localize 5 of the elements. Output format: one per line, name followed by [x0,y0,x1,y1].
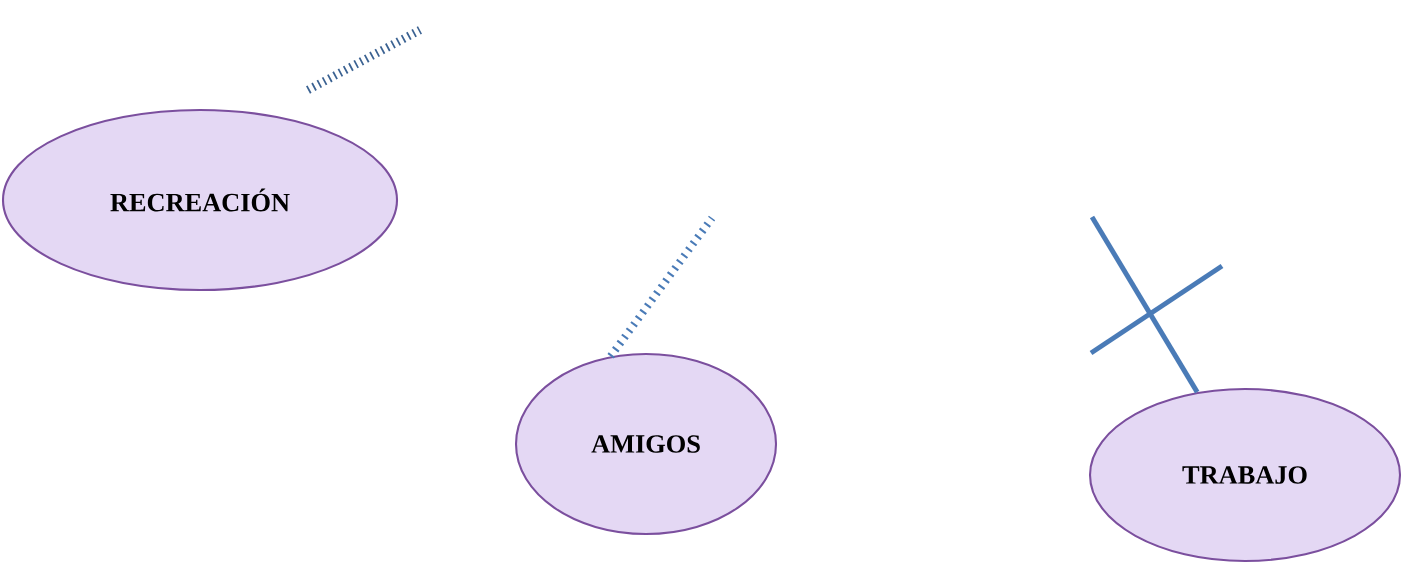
dotted-line [607,215,716,359]
ellipse-node: TRABAJO [1088,387,1402,563]
ellipse-node: RECREACIÓN [1,108,399,292]
ellipse-node: AMIGOS [514,352,778,536]
crossed-line [1089,215,1200,394]
